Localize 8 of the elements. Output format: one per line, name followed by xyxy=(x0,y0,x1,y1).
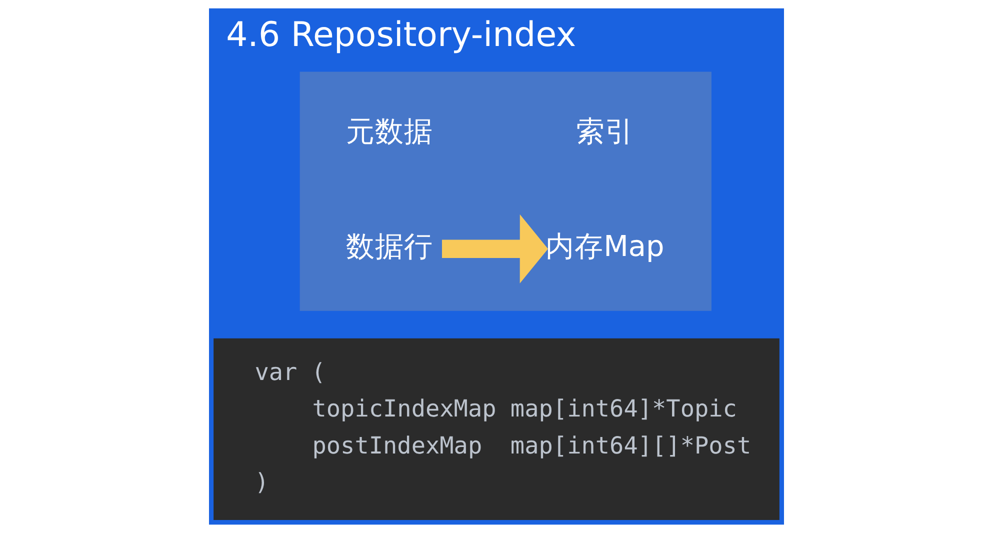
node-text: 元数据 xyxy=(346,114,433,148)
node-text: 索引 xyxy=(576,114,634,148)
node-text: 内存Map xyxy=(546,229,664,264)
cluster xyxy=(300,72,712,311)
diagram-title: 4.6 Repository-index xyxy=(226,15,576,56)
node-box: var ( topicIndexMap map[int64]*Topic postIndexMap map[int64][]*Post ) xyxy=(214,338,780,520)
arrow xyxy=(442,214,548,284)
node-text: 数据行 xyxy=(346,229,433,264)
